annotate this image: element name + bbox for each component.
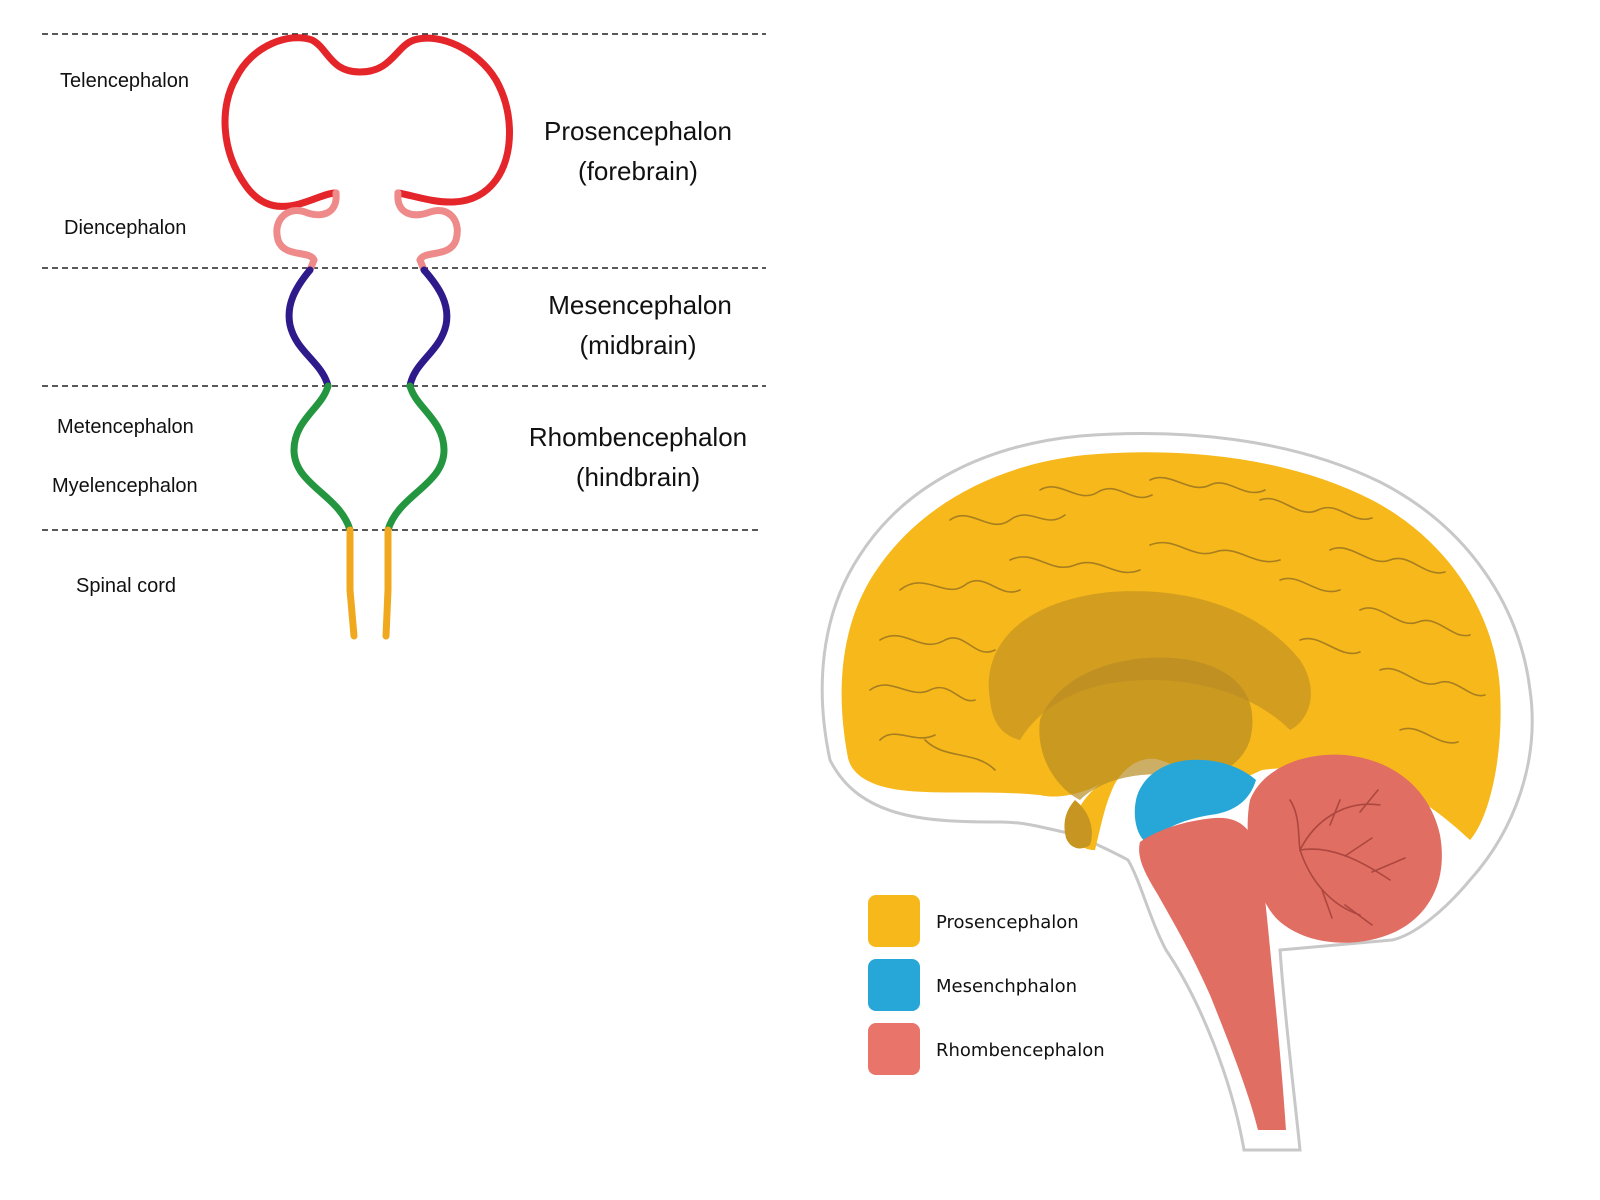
label-metencephalon: Metencephalon (57, 416, 194, 438)
adult-brain-illustration: Prosencephalon Mesenchphalon Rhombenceph… (820, 432, 1534, 1152)
label-midbrain: (midbrain) (579, 330, 696, 360)
diencephalon-outline-left (273, 189, 340, 274)
label-spinal-cord: Spinal cord (76, 575, 176, 597)
legend-label-prosencephalon: Prosencephalon (936, 912, 1079, 933)
spinal-cord-right (382, 526, 392, 640)
label-rhombencephalon: Rhombencephalon (529, 422, 747, 452)
neural-tube-diagram: Telencephalon Diencephalon Metencephalon… (42, 33, 766, 640)
label-prosencephalon: Prosencephalon (544, 116, 732, 146)
label-mesencephalon: Mesencephalon (548, 290, 732, 320)
brainstem-rhombencephalon (1139, 817, 1286, 1130)
label-telencephalon: Telencephalon (60, 70, 189, 92)
hypothalamus-stalk (1064, 800, 1092, 849)
legend-swatch-rhombencephalon (868, 1023, 920, 1075)
mesencephalon-outline-right (406, 266, 451, 390)
legend-label-rhombencephalon: Rhombencephalon (936, 1040, 1105, 1061)
cerebellum-folia (1289, 789, 1406, 926)
cerebrum-gyri (869, 476, 1486, 771)
telencephalon-outline (221, 34, 513, 210)
label-forebrain: (forebrain) (578, 156, 698, 186)
label-myelencephalon: Myelencephalon (52, 475, 198, 497)
midbrain-mesencephalon (1134, 759, 1256, 845)
brain-legend: Prosencephalon Mesenchphalon Rhombenceph… (868, 895, 1105, 1075)
legend-swatch-prosencephalon (868, 895, 920, 947)
label-diencephalon: Diencephalon (64, 217, 186, 239)
mesencephalon-outline-left (285, 266, 332, 390)
legend-label-mesencephalon: Mesenchphalon (936, 976, 1077, 997)
spinal-cord-left (346, 526, 358, 640)
label-hindbrain: (hindbrain) (576, 462, 700, 492)
legend-swatch-mesencephalon (868, 959, 920, 1011)
cerebellum-rhombencephalon (1247, 754, 1442, 943)
rhombencephalon-outline-right (384, 382, 448, 534)
diencephalon-outline-right (394, 189, 461, 274)
rhombencephalon-outline-left (290, 382, 354, 534)
